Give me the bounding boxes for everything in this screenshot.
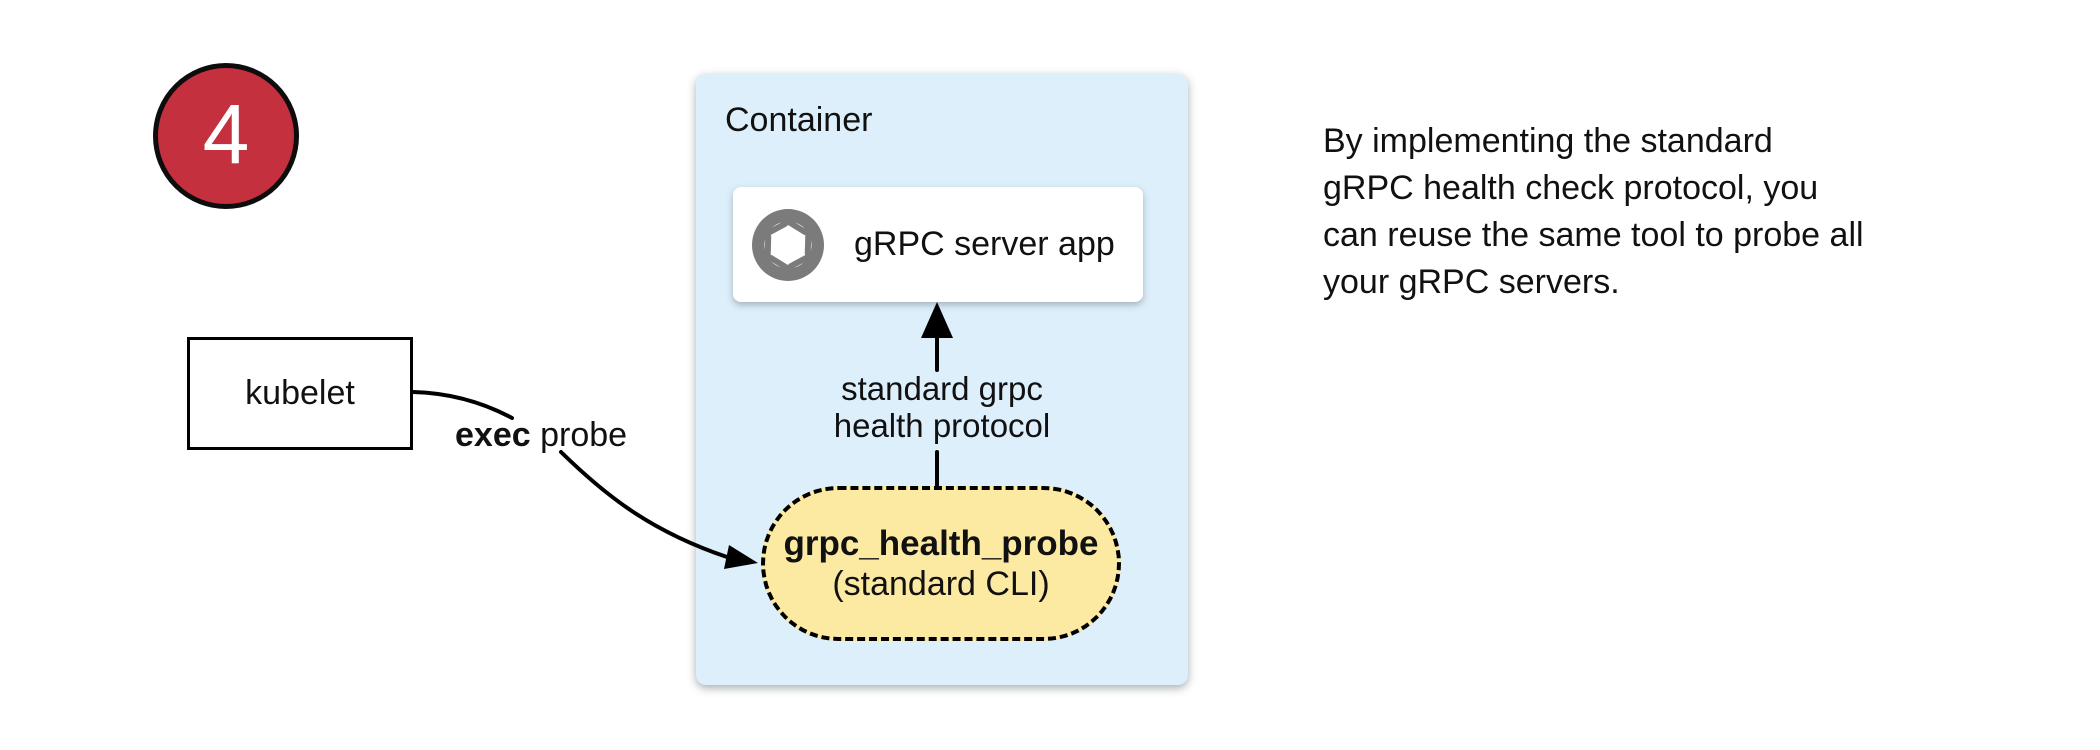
note-line: gRPC health check protocol, you [1323,169,1819,207]
exec-probe-arrow-segment1 [411,390,514,420]
grpc-health-probe-node: grpc_health_probe (standard CLI) [761,486,1121,641]
container-title: Container [725,101,873,139]
note-line: By implementing the standard [1323,122,1773,160]
grpc-server-app-label: gRPC server app [854,225,1115,263]
grpc-health-probe-subtitle: (standard CLI) [832,564,1050,603]
note-paragraph: By implementing the standard gRPC health… [1323,118,1864,306]
note-line: can reuse the same tool to probe all [1323,216,1864,254]
protocol-label-line2: health protocol [833,407,1051,444]
grpc-server-app-node: gRPC server app [733,187,1143,302]
protocol-label-line1: standard grpc [841,370,1043,407]
exec-probe-label-bold: exec [455,416,531,454]
note-line: your gRPC servers. [1323,263,1620,301]
kubelet-label: kubelet [245,374,355,412]
step-number: 4 [202,87,250,181]
container-group: Container gRPC server app standard grpc … [696,74,1188,685]
step-badge: 4 [153,63,299,209]
grpc-health-probe-title: grpc_health_probe [783,523,1099,563]
kubelet-node: kubelet [187,337,413,450]
exec-probe-label: exec probe [455,416,627,455]
exec-probe-label-rest: probe [530,416,628,454]
aperture-icon [752,208,824,281]
protocol-arrow-label: standard grpc health protocol [696,370,1188,444]
